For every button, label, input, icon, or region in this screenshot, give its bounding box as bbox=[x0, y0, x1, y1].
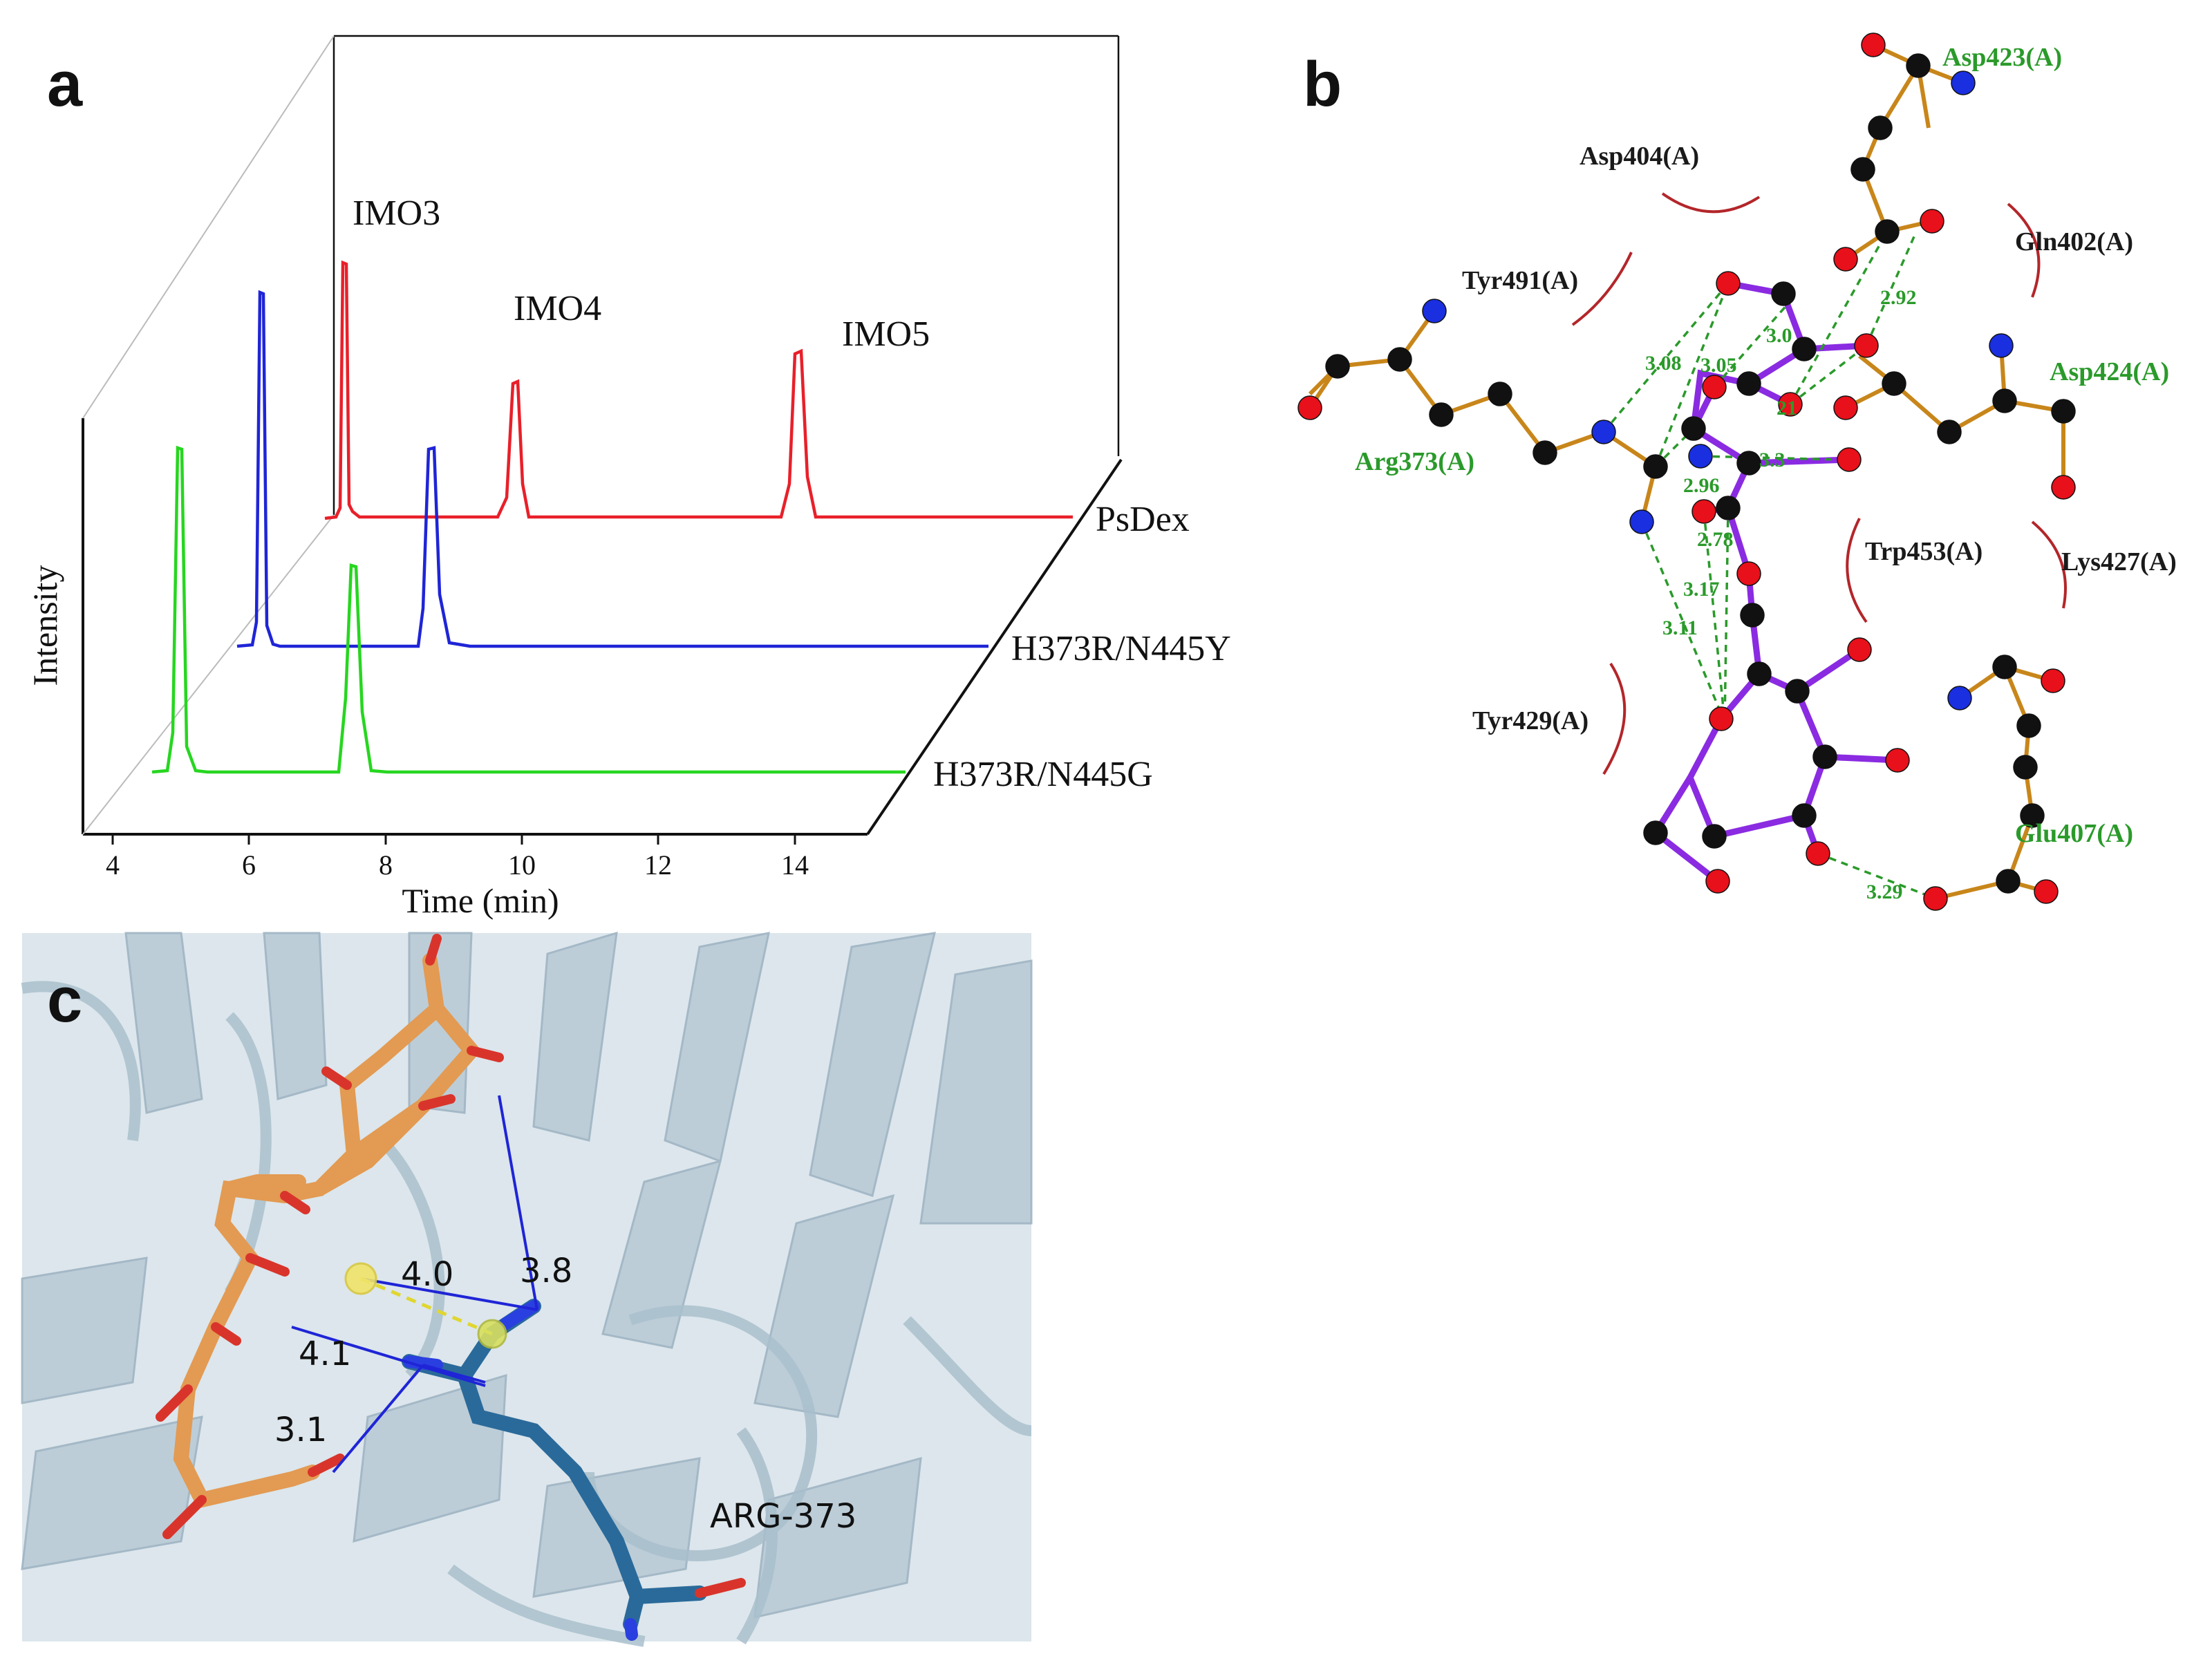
residue-label: Trp453(A) bbox=[1865, 537, 1983, 566]
x-tick-label: 12 bbox=[644, 849, 672, 881]
hbond-distance: 2.78 bbox=[1697, 528, 1734, 551]
trace-h373r-n445g bbox=[151, 445, 906, 774]
panel-a-letter: a bbox=[47, 49, 83, 120]
x-tick-label: 8 bbox=[379, 849, 393, 881]
hbond-distance: 3.0 bbox=[1766, 324, 1792, 347]
structure-panel-c: 4.0 3.8 4.1 3.1 ARG-373 bbox=[21, 931, 1033, 1647]
residue-label-arg373: ARG-373 bbox=[710, 1497, 856, 1536]
trace-psdex bbox=[324, 260, 1073, 520]
residue-label: Lys427(A) bbox=[2061, 547, 2177, 576]
panel-c-letter: c bbox=[47, 965, 83, 1035]
hbond-distance: 21 bbox=[1777, 397, 1797, 420]
peak-label-imo3: IMO3 bbox=[353, 194, 440, 233]
x-tick-label: 6 bbox=[242, 849, 256, 881]
depth-guides bbox=[82, 35, 335, 835]
chromatogram-panel-a: 4 6 8 10 12 14 Time (min) Intensity IMO3… bbox=[26, 35, 1231, 920]
trace-label-h373r-n445g: H373R/N445G bbox=[933, 755, 1153, 794]
distance-label: 3.1 bbox=[274, 1411, 327, 1449]
distance-label: 3.8 bbox=[520, 1252, 572, 1290]
x-axis-title: Time (min) bbox=[402, 881, 559, 920]
distance-label: 4.0 bbox=[401, 1255, 453, 1294]
residue-label: Asp423(A) bbox=[1942, 43, 2062, 72]
ligplot-panel-b: Asp404(A) Tyr491(A) Gln402(A) Trp453(A) … bbox=[1297, 32, 2177, 911]
residue-label: Tyr429(A) bbox=[1472, 706, 1588, 735]
peak-label-imo5: IMO5 bbox=[842, 314, 930, 354]
hbond-distance: 3.29 bbox=[1866, 881, 1903, 903]
x-tick-label: 14 bbox=[781, 849, 809, 881]
hbond-distance: 3.05 bbox=[1700, 354, 1737, 377]
hbond-distance: 3.08 bbox=[1645, 352, 1682, 375]
hbond-distance: 2.92 bbox=[1880, 286, 1917, 309]
hbond-distance: 3.11 bbox=[1662, 617, 1698, 639]
x-tick-label: 4 bbox=[106, 849, 120, 881]
hbond-distance: 3.3 bbox=[1759, 449, 1785, 471]
residue-label: Gln402(A) bbox=[2015, 227, 2133, 256]
residue-label: Tyr491(A) bbox=[1462, 266, 1578, 295]
residue-label: Arg373(A) bbox=[1355, 447, 1474, 476]
trace-label-h373r-n445y: H373R/N445Y bbox=[1011, 629, 1231, 668]
residue-label: Asp404(A) bbox=[1580, 142, 1699, 171]
distance-label: 4.1 bbox=[299, 1335, 351, 1373]
residue-label: Asp424(A) bbox=[2050, 357, 2169, 386]
protein-cartoon: 4.0 3.8 4.1 3.1 ARG-373 bbox=[21, 931, 1033, 1647]
hbond-distance: 3.17 bbox=[1683, 578, 1720, 601]
x-tick-label: 10 bbox=[508, 849, 536, 881]
residue-label: Glu407(A) bbox=[2015, 819, 2133, 848]
plot-frame bbox=[82, 35, 1123, 836]
trace-label-psdex: PsDex bbox=[1096, 500, 1190, 539]
hbond-distance: 2.96 bbox=[1683, 474, 1720, 497]
hydrophobic-arcs bbox=[1571, 192, 2067, 775]
panel-b-letter: b bbox=[1303, 49, 1342, 120]
peak-label-imo4: IMO4 bbox=[514, 289, 601, 328]
y-axis-title: Intensity bbox=[26, 565, 64, 686]
